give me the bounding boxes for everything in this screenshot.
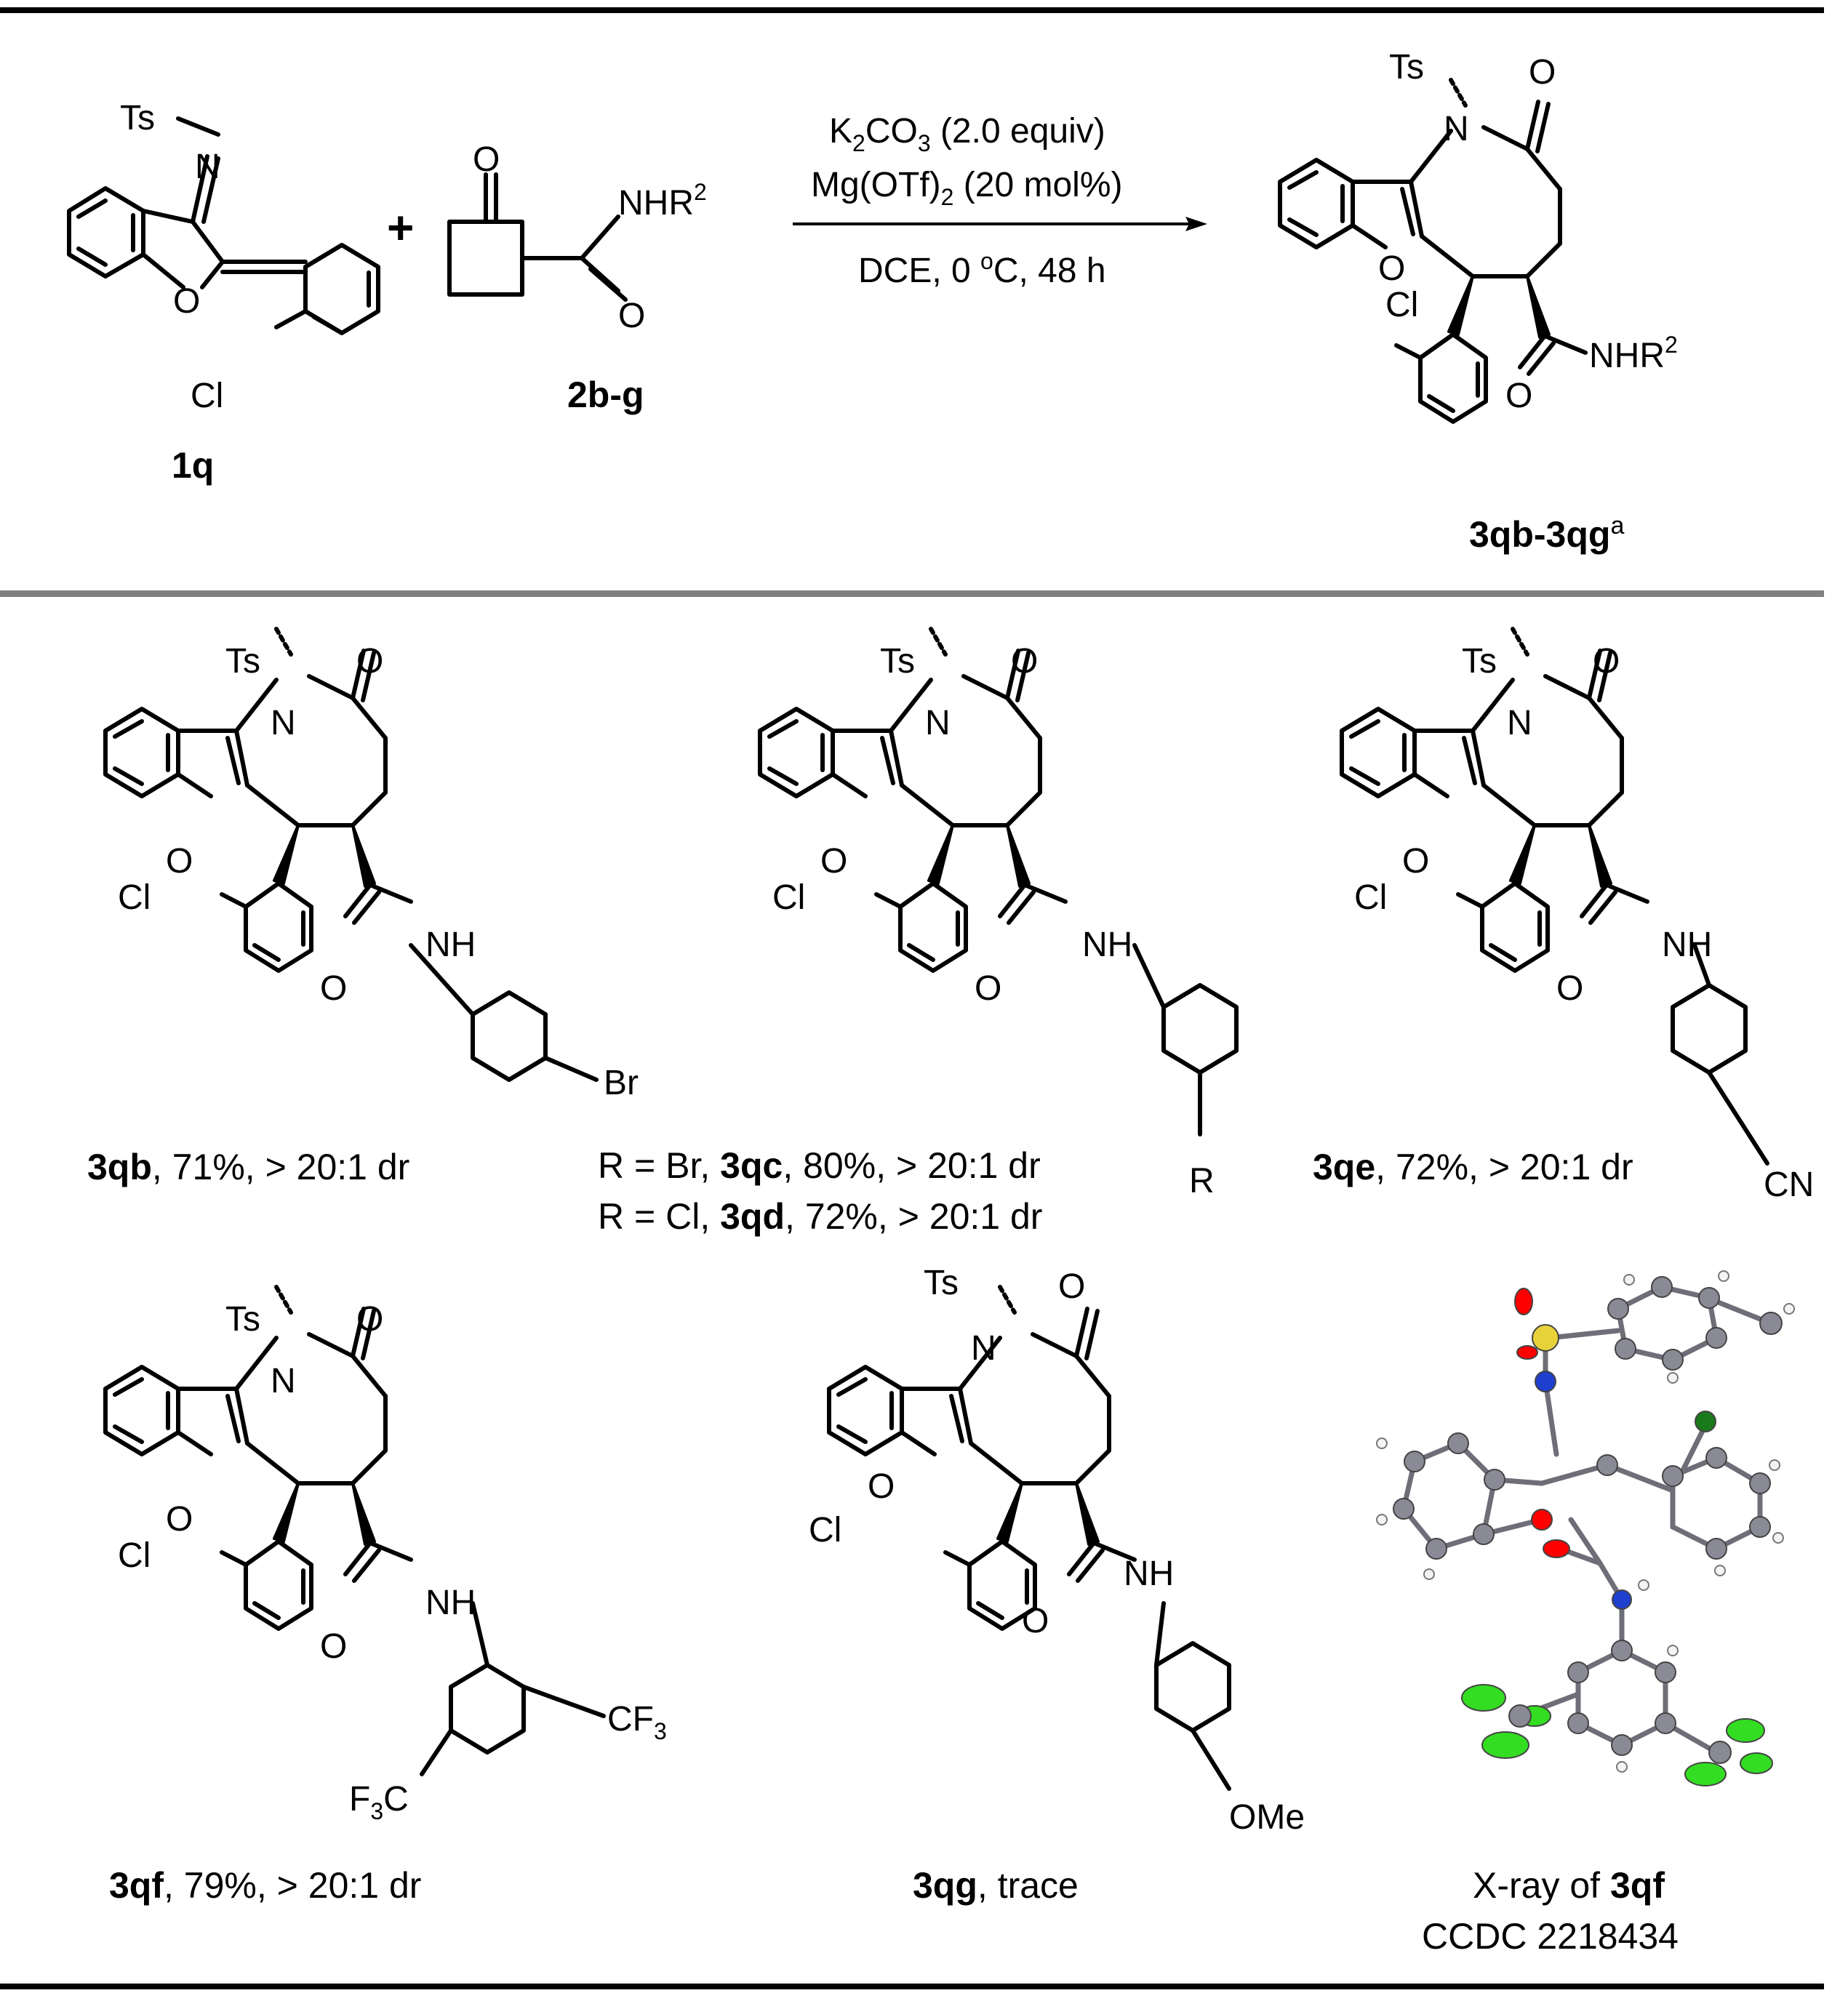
caption-3qf: 3qf, 79%, > 20:1 dr [109,1865,421,1906]
nh-label-3qg: NH [1124,1555,1174,1593]
caption-3qg: 3qg, trace [913,1865,1079,1906]
nhr2-label-product: NHR2 [1589,332,1678,375]
product-id: 3qb-3qga [1469,512,1624,555]
nh-label-3qc: NH [1082,926,1132,964]
plus-sign: + [387,201,414,254]
o-label-3qe-amide: O [1556,969,1583,1008]
conditions-line3: DCE, 0 oC, 48 h [858,248,1106,290]
o-label-3qb-ring: O [166,842,193,881]
ome-label-3qg: OMe [1229,1798,1305,1837]
reaction-arrow-head [1185,217,1207,231]
ts-label-product: Ts [1389,48,1424,87]
br-label-3qb: Br [604,1064,639,1102]
o-label-3qg-lactam: O [1058,1267,1085,1306]
top-rule [0,7,1824,13]
cn-label-3qe: CN [1764,1166,1814,1204]
o-label-3qg-ring: O [868,1467,895,1506]
caption-3qc: R = Br, 3qc, 80%, > 20:1 dr [598,1145,1041,1186]
o-label-product-ring: O [1378,249,1405,288]
o-label-3qb-amide: O [320,969,347,1008]
n-label-3qg: N [971,1329,996,1368]
o-label-product-amide: O [1505,377,1532,415]
n-label-3qf: N [271,1362,296,1400]
caption-3qe: 3qe, 72%, > 20:1 dr [1313,1147,1633,1187]
cl-label-1q: Cl [191,377,223,415]
o-label-1q: O [173,282,200,321]
o-label-product-lactam: O [1529,53,1556,92]
cl-label-3qe: Cl [1354,878,1387,917]
o-label-3qf-lactam: O [356,1300,383,1339]
aryl-3qc-3qd [1132,943,1239,1136]
xray-ccdc: CCDC 2218434 [1422,1916,1679,1957]
cl-label-3qf: Cl [118,1536,151,1575]
product-3qb-3qg-structure [1280,80,1585,422]
o-label-3qc-lactam: O [1011,642,1038,681]
nh-label-3qe: NH [1662,926,1712,964]
o-label-3qf-amide: O [320,1627,347,1666]
n-label-product: N [1444,110,1469,148]
o-label-3qe-lactam: O [1593,642,1620,681]
nh-label-3qf: NH [425,1584,476,1622]
nhr2-label-2bg: NHR2 [618,179,707,222]
aryl-3qe [1671,943,1769,1166]
cf3-label-3qf: CF3 [607,1700,667,1744]
n-label-3qb: N [271,704,296,742]
aryl-3qb [409,943,599,1082]
xray-caption: X-ray of 3qf [1473,1865,1665,1906]
n-label-3qc: N [925,704,951,742]
ts-label-3qg: Ts [924,1264,959,1302]
reactant-2bg-structure [447,172,628,302]
aryl-3qg [1154,1601,1231,1791]
nh-label-3qb: NH [425,926,476,964]
conditions-line2: Mg(OTf)2 (20 mol%) [811,166,1123,210]
ts-label-3qf: Ts [225,1300,260,1339]
xray-structure-3qf [1376,1270,1795,1787]
ts-label-3qb: Ts [225,642,260,681]
o-label-3qc-ring: O [820,842,847,881]
cl-label-product: Cl [1385,286,1418,324]
ts-label-3qc: Ts [880,642,915,681]
caption-3qd: R = Cl, 3qd, 72%, > 20:1 dr [598,1196,1042,1237]
cl-label-3qb: Cl [118,878,151,917]
f3c-label-3qf: F3C [349,1780,409,1824]
o-label-3qg-amide: O [1022,1602,1049,1640]
bottom-rule [0,1984,1824,1989]
o-label-3qc-amide: O [975,969,1001,1008]
conditions-line1: K2CO3 (2.0 equiv) [829,112,1105,156]
o-label-2bg-ketone: O [473,140,500,179]
o-label-3qe-ring: O [1402,842,1429,881]
o-label-2bg-amide: O [618,297,645,335]
cl-label-3qc: Cl [772,878,805,917]
cl-label-3qg: Cl [809,1511,841,1549]
n-label-1q: N [195,148,220,186]
aryl-3qf [420,1601,606,1776]
reactant-2bg-id: 2b-g [567,374,644,415]
ts-label-1q: Ts [120,99,155,137]
n-label-3qe: N [1507,704,1532,742]
ts-label-3qe: Ts [1462,642,1497,681]
r-label-3qc: R [1189,1162,1215,1200]
reactant-1q-id: 1q [172,445,214,486]
o-label-3qb-lactam: O [356,642,383,681]
o-label-3qf-ring: O [166,1500,193,1539]
reactant-1q-structure [67,116,380,335]
caption-3qb: 3qb, 71%, > 20:1 dr [87,1147,409,1187]
middle-rule [0,590,1824,597]
